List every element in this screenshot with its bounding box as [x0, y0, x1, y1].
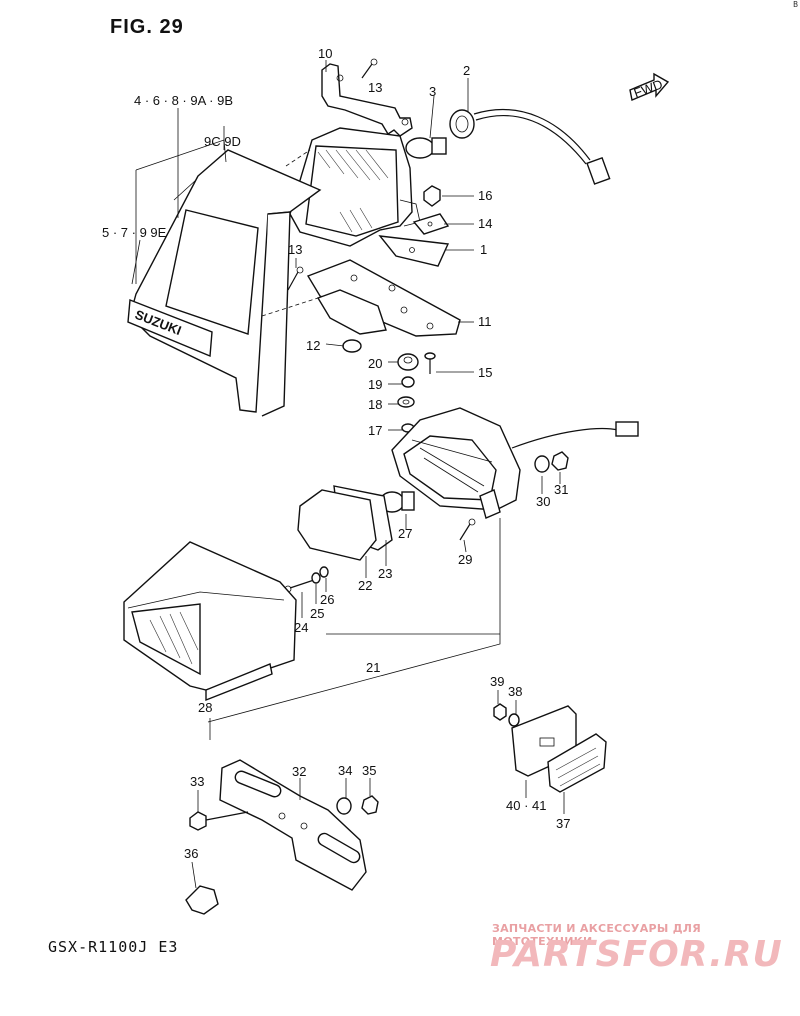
watermark-tagline: ЗАПЧАСТИ И АКСЕССУАРЫ ДЛЯ МОТОТЕХНИКИ — [492, 922, 702, 948]
corner-mark: B — [793, 0, 798, 9]
part-license-bracket-32 — [219, 759, 367, 891]
part-nut-39 — [493, 703, 507, 721]
part-mount-plate-11 — [306, 259, 461, 337]
callout-30: 30 — [536, 494, 550, 509]
part-nut-16 — [423, 185, 441, 207]
callout-35: 35 — [362, 763, 376, 778]
part-washer-34 — [336, 797, 352, 815]
part-screw-13-top — [361, 58, 378, 79]
callout-38: 38 — [508, 684, 522, 699]
group-bracket-lines — [131, 108, 501, 740]
fwd-label: FWD — [632, 76, 665, 100]
callout-28: 28 — [198, 700, 212, 715]
leader-lines — [191, 60, 565, 889]
part-nut-35 — [361, 795, 379, 815]
part-washer-26 — [319, 566, 329, 578]
callout-labels: 1 2 3 10 11 12 13 13 14 15 16 17 18 19 2… — [102, 46, 570, 861]
part-plate-14 — [412, 213, 450, 235]
fwd-arrow-icon: FWD — [629, 72, 670, 101]
part-screw-13-mid — [287, 266, 304, 291]
callout-2: 2 — [463, 63, 470, 78]
part-screw-24 — [284, 579, 315, 593]
callout-33: 33 — [190, 774, 204, 789]
model-code: GSX-R1100J E3 — [48, 938, 179, 956]
callout-20: 20 — [368, 356, 382, 371]
callout-13-top: 13 — [368, 80, 382, 95]
part-tail-lamp-unit — [391, 407, 639, 519]
callout-17: 17 — [368, 423, 382, 438]
callout-group-5-7-9-9e: 5 · 7 · 9 9E — [102, 225, 167, 240]
figure-title: FIG. 29 — [110, 16, 184, 38]
part-lamp-lens-28 — [123, 541, 297, 702]
callout-group-40-41: 40 · 41 — [506, 798, 546, 813]
part-lens-22 — [297, 489, 377, 561]
callout-1: 1 — [480, 242, 487, 257]
part-screw-29 — [459, 518, 476, 541]
callout-10: 10 — [318, 46, 332, 61]
part-nut-31 — [551, 451, 569, 471]
part-bracket-1 — [378, 235, 450, 267]
part-reflector-37 — [547, 733, 607, 793]
callout-group-4-6-8-9a-9b: 4 · 6 · 8 · 9A · 9B — [134, 93, 233, 108]
lens-hatching — [317, 149, 389, 233]
callout-13-mid: 13 — [288, 242, 302, 257]
part-washer-38 — [508, 713, 520, 727]
callout-14: 14 — [478, 216, 492, 231]
part-cushion-36 — [185, 885, 219, 915]
callout-23: 23 — [378, 566, 392, 581]
watermark-logo: PARTSFOR.RU — [490, 934, 783, 975]
part-bolt-33 — [189, 811, 249, 831]
part-washer-18 — [397, 396, 415, 408]
part-grommet-20 — [397, 353, 419, 371]
part-washer-30 — [534, 455, 550, 473]
callout-19: 19 — [368, 377, 382, 392]
callout-34: 34 — [338, 763, 352, 778]
callout-24: 24 — [294, 620, 308, 635]
callout-22: 22 — [358, 578, 372, 593]
part-washer-25 — [311, 572, 321, 584]
part-collar-19 — [401, 376, 415, 388]
callout-11: 11 — [478, 314, 492, 329]
part-bolt-15 — [424, 352, 436, 374]
callout-31: 31 — [554, 482, 568, 497]
part-bulb-3 — [405, 137, 447, 159]
callout-3: 3 — [429, 84, 436, 99]
callout-21: 21 — [366, 660, 380, 675]
callout-36: 36 — [184, 846, 198, 861]
callout-29: 29 — [458, 552, 472, 567]
callout-27: 27 — [398, 526, 412, 541]
callout-26: 26 — [320, 592, 334, 607]
part-lamp-housing-upper — [289, 127, 421, 247]
callout-18: 18 — [368, 397, 382, 412]
callout-25: 25 — [310, 606, 324, 621]
part-grommet-12 — [342, 339, 362, 353]
part-socket-2 — [449, 109, 611, 185]
callout-12: 12 — [306, 338, 320, 353]
callout-37: 37 — [556, 816, 570, 831]
callout-32: 32 — [292, 764, 306, 779]
callout-group-9c-9d: 9C 9D — [204, 134, 241, 149]
part-rear-cover: SUZUKI — [127, 149, 322, 417]
callout-39: 39 — [490, 674, 504, 689]
callout-16: 16 — [478, 188, 492, 203]
part-bracket-10 — [321, 63, 413, 137]
callout-15: 15 — [478, 365, 492, 380]
